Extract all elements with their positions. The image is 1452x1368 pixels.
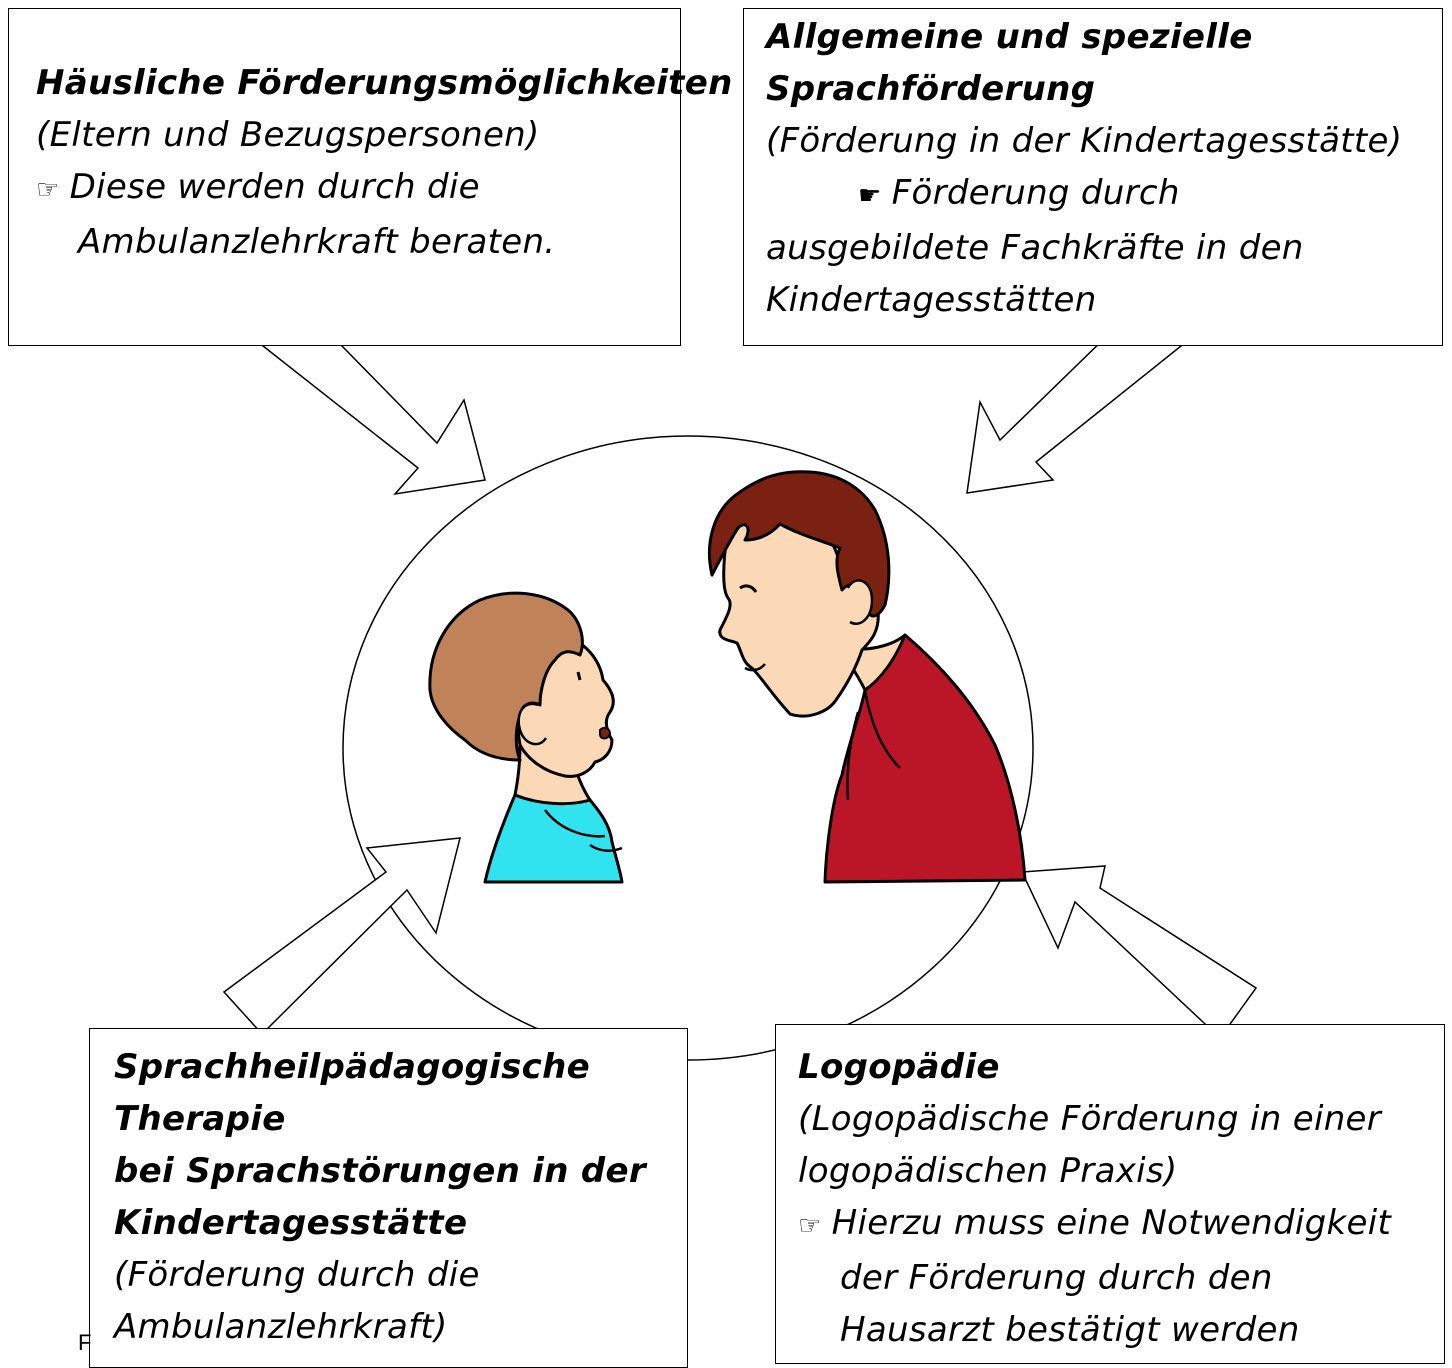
box-logopedics-note-line-3: Hausarzt bestätigt werden [840,1310,1300,1350]
box-speech-therapy: Sprachheilpädagogische Therapie bei Spra… [89,1028,688,1368]
man-figure [708,470,1027,884]
box-home-support-note-line-1: ☞Diese werden durch die [36,167,480,207]
box-logopedics-note-line-1: ☞Hierzu muss eine Notwendigkeit [798,1203,1392,1243]
box-language-support-note-line-2: ausgebildete Fachkräfte in den [766,228,1304,268]
box-home-support: Häusliche Förderungsmöglichkeiten (Elter… [8,8,733,346]
man-eye [739,584,758,593]
box-logopedics-sub-line-2: logopädischen Praxis) [798,1151,1178,1191]
box-language-support-note-line-3: Kindertagesstätten [766,280,1097,320]
box-language-support: Allgemeine und spezielle Sprachförderung… [743,8,1443,346]
man-ear [846,579,874,625]
boy-ear [517,702,548,746]
box-logopedics: Logopädie (Logopädische Förderung in ein… [775,1024,1445,1364]
box-speech-therapy-title-line-1: Sprachheilpädagogische [114,1047,590,1087]
box-home-support-note-line-2: Ambulanzlehrkraft beraten. [78,222,556,262]
box-language-support-title-line-1: Allgemeine und spezielle [766,17,1253,57]
box-speech-therapy-sub-line-2: Ambulanzlehrkraft) [114,1307,448,1347]
arrow-bottom-right [1020,865,1258,1040]
boy-figure [428,591,624,884]
pointing-hand-icon: ☞ [798,1211,822,1241]
arrow-bottom-left [222,837,461,1036]
box-language-support-subtitle: (Förderung in der Kindertagesstätte) [766,121,1403,161]
box-language-support-title-line-2: Sprachförderung [766,69,1096,109]
man-mouth [744,663,766,672]
box-logopedics-sub-line-1: (Logopädische Förderung in einer [798,1099,1382,1139]
pointing-hand-icon: ☞ [36,175,60,205]
man-collar [846,689,901,801]
box-home-support-title: Häusliche Förderungsmöglichkeiten [36,63,733,103]
box-language-support-note-line-1: ☛Förderung durch [858,173,1180,213]
box-logopedics-note-line-2: der Förderung durch den [840,1258,1273,1298]
box-logopedics-title: Logopädie [798,1047,1000,1087]
box-speech-therapy-title-line-2: Therapie [114,1099,286,1139]
box-speech-therapy-title-line-4: Kindertagesstätte [114,1203,468,1243]
boy-collar [544,809,623,852]
box-speech-therapy-title-line-3: bei Sprachstörungen in der [114,1151,646,1191]
boy-mouth [599,726,612,740]
footer-fragment: F [78,1330,92,1355]
box-home-support-subtitle: (Eltern und Bezugspersonen) [36,115,540,155]
pointing-hand-icon: ☛ [858,181,882,211]
box-speech-therapy-sub-line-1: (Förderung durch die [114,1255,480,1295]
boy-hair [428,591,584,762]
boy-eye [576,671,582,681]
